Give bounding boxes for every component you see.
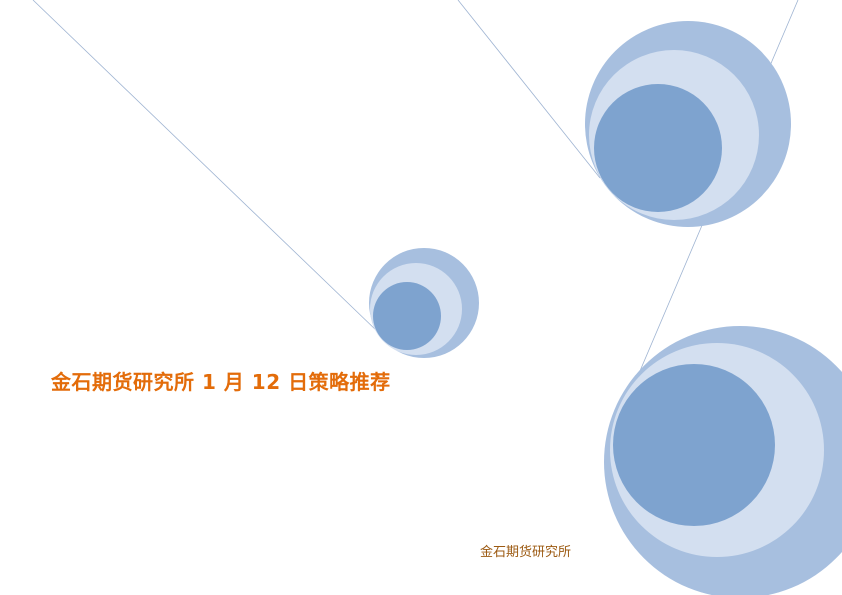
diagonal-line-middle [457,0,601,179]
diagonal-line-left [32,0,379,333]
circle-group-bottom-right [604,326,842,595]
circle-group-small [369,248,479,358]
document-title: 金石期货研究所 1 月 12 日策略推荐 [51,370,391,394]
organization-name: 金石期货研究所 [480,545,572,560]
circle-group-top-right [585,21,791,227]
